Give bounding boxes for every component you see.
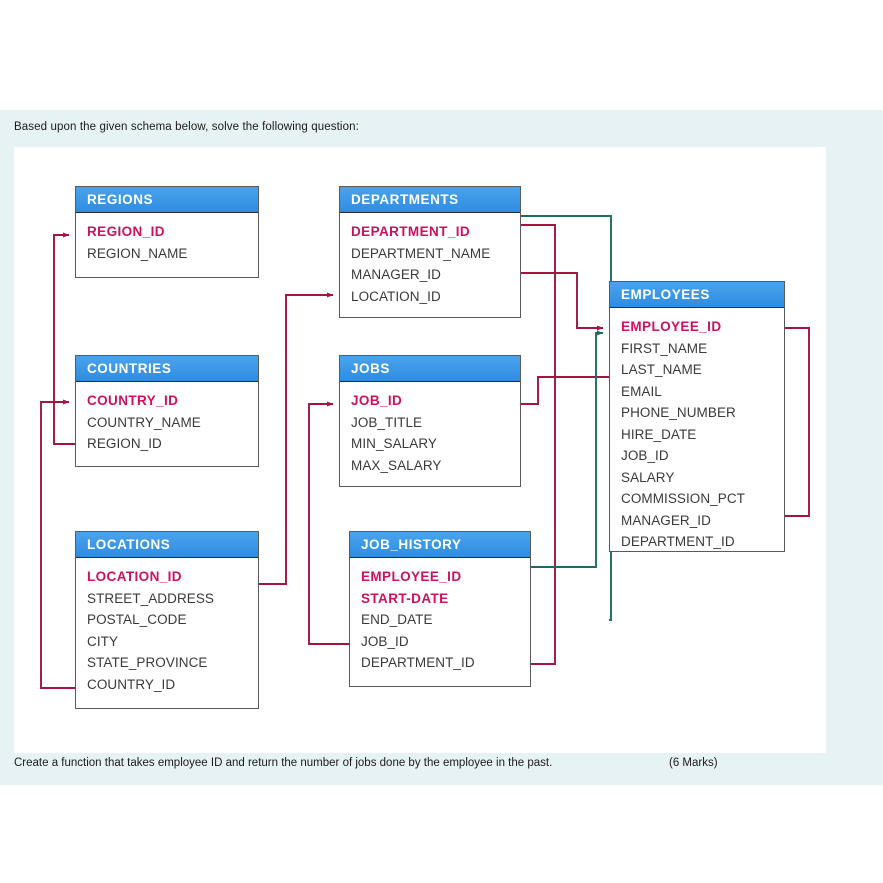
entity-title-locations: LOCATIONS (76, 532, 258, 558)
entity-table-departments[interactable]: DEPARTMENTS DEPARTMENT_ID DEPARTMENT_NAM… (339, 186, 521, 318)
field-department-id: DEPARTMENT_ID (361, 655, 475, 670)
field-end-date: END_DATE (361, 612, 433, 627)
field-department-name: DEPARTMENT_NAME (351, 245, 491, 261)
entity-title-regions: REGIONS (76, 187, 258, 213)
field-job-id: JOB_ID (361, 633, 409, 649)
field-commission-pct: COMMISSION_PCT (621, 491, 745, 506)
link-locations-country-to-countries (40, 399, 75, 689)
field-salary: SALARY (621, 469, 675, 485)
field-street-address: STREET_ADDRESS (87, 590, 214, 606)
entity-title-employees: EMPLOYEES (610, 282, 784, 308)
field-max-salary: MAX_SALARY (351, 457, 442, 473)
field-employee-id: EMPLOYEE_ID (361, 569, 462, 584)
field-country-name: COUNTRY_NAME (87, 414, 201, 430)
entity-table-employees[interactable]: EMPLOYEES EMPLOYEE_ID FIRST_NAME LAST_NA… (609, 281, 785, 552)
entity-fields-jobs: JOB_ID JOB_TITLE MIN_SALARY MAX_SALARY (340, 382, 520, 486)
entity-table-job-history[interactable]: JOB_HISTORY EMPLOYEE_ID START-DATE END_D… (349, 531, 531, 687)
field-department-id: DEPARTMENT_ID (351, 224, 471, 239)
entity-fields-job-history: EMPLOYEE_ID START-DATE END_DATE JOB_ID D… (350, 558, 530, 686)
field-country-id: COUNTRY_ID (87, 393, 179, 408)
field-region-name: REGION_NAME (87, 245, 188, 261)
field-employee-id: EMPLOYEE_ID (621, 319, 722, 334)
field-first-name: FIRST_NAME (621, 340, 708, 356)
footer-question-text: Create a function that takes employee ID… (14, 757, 553, 769)
link-jobhistory-job-to-jobs (308, 401, 349, 645)
entity-title-job-history: JOB_HISTORY (350, 532, 530, 558)
field-job-id: JOB_ID (621, 448, 669, 463)
entity-fields-countries: COUNTRY_ID COUNTRY_NAME REGION_ID (76, 382, 258, 466)
field-region-id: REGION_ID (87, 224, 165, 239)
entity-fields-locations: LOCATION_ID STREET_ADDRESS POSTAL_CODE C… (76, 558, 258, 708)
field-state-province: STATE_PROVINCE (87, 655, 208, 670)
entity-title-jobs: JOBS (340, 356, 520, 382)
field-start-date: START-DATE (361, 590, 449, 606)
entity-table-countries[interactable]: COUNTRIES COUNTRY_ID COUNTRY_NAME REGION… (75, 355, 259, 467)
entity-table-regions[interactable]: REGIONS REGION_ID REGION_NAME (75, 186, 259, 278)
field-manager-id: MANAGER_ID (621, 512, 711, 528)
entity-table-jobs[interactable]: JOBS JOB_ID JOB_TITLE MIN_SALARY MAX_SAL… (339, 355, 521, 487)
link-jobhistory-employee-to-employees (478, 330, 604, 568)
entity-fields-employees: EMPLOYEE_ID FIRST_NAME LAST_NAME EMAIL P… (610, 308, 784, 551)
field-job-id: JOB_ID (351, 393, 403, 408)
entity-fields-departments: DEPARTMENT_ID DEPARTMENT_NAME MANAGER_ID… (340, 213, 520, 317)
footer-marks-label: (6 Marks) (669, 757, 718, 769)
field-email: EMAIL (621, 383, 662, 399)
prompt-text: Based upon the given schema below, solve… (14, 121, 359, 133)
field-country-id: COUNTRY_ID (87, 676, 176, 692)
field-last-name: LAST_NAME (621, 362, 702, 377)
entity-fields-regions: REGION_ID REGION_NAME (76, 213, 258, 277)
field-manager-id: MANAGER_ID (351, 267, 441, 282)
field-location-id: LOCATION_ID (351, 288, 441, 304)
field-phone-number: PHONE_NUMBER (621, 405, 736, 420)
field-min-salary: MIN_SALARY (351, 436, 437, 451)
schema-diagram-canvas: REGIONS REGION_ID REGION_NAME DEPARTMENT… (14, 147, 826, 753)
field-job-title: JOB_TITLE (351, 414, 423, 430)
field-hire-date: HIRE_DATE (621, 426, 697, 442)
field-city: CITY (87, 633, 119, 649)
entity-title-departments: DEPARTMENTS (340, 187, 520, 213)
link-countries-region-to-regions (53, 232, 75, 445)
field-postal-code: POSTAL_CODE (87, 612, 187, 627)
entity-table-locations[interactable]: LOCATIONS LOCATION_ID STREET_ADDRESS POS… (75, 531, 259, 709)
field-department-id: DEPARTMENT_ID (621, 534, 735, 549)
entity-title-countries: COUNTRIES (76, 356, 258, 382)
field-location-id: LOCATION_ID (87, 569, 182, 584)
field-region-id: REGION_ID (87, 436, 162, 451)
